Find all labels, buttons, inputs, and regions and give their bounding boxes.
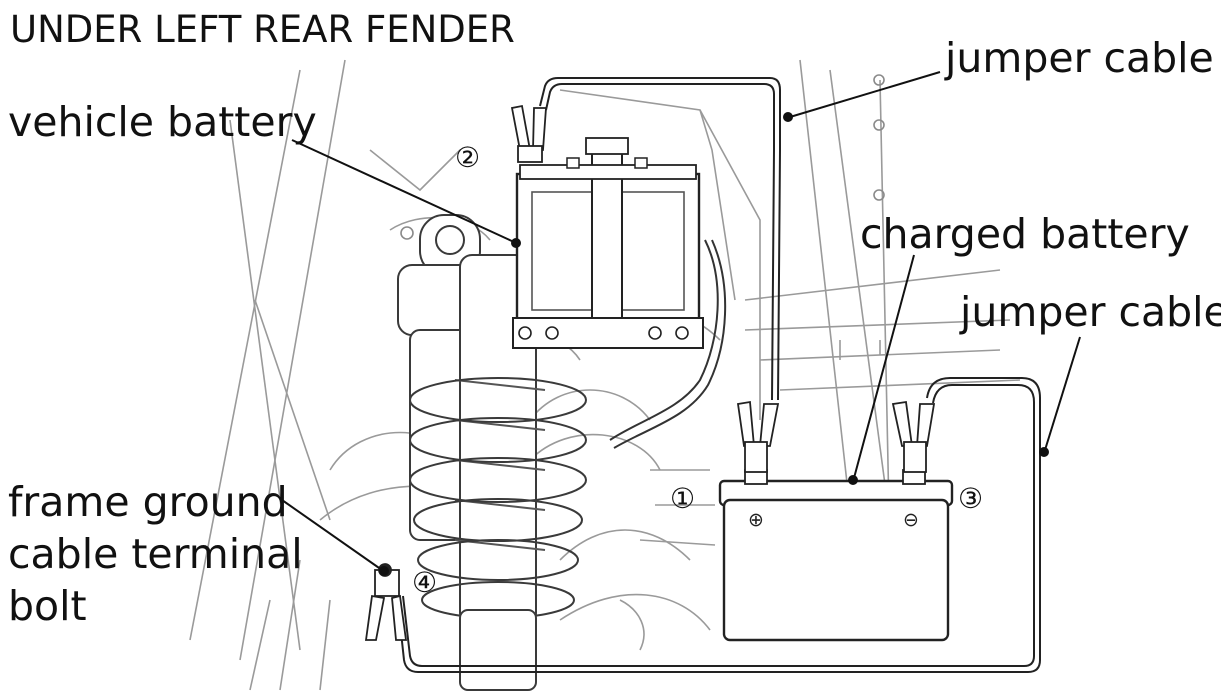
- clamp-vehicle-positive: [512, 106, 546, 162]
- charged-battery: ⊕ ⊖: [720, 470, 952, 640]
- diagram-title: UNDER LEFT REAR FENDER: [10, 8, 515, 52]
- label-frame-ground-line1: frame ground: [8, 478, 288, 526]
- label-jumper-cable-top: jumper cable: [945, 34, 1214, 82]
- label-charged-battery: charged battery: [860, 210, 1190, 258]
- vehicle-battery: [513, 138, 725, 448]
- negative-terminal-sign: ⊖: [903, 509, 919, 531]
- step-marker-2: ②: [455, 141, 480, 174]
- step-marker-1: ①: [670, 482, 695, 515]
- clamp-booster-positive: [738, 402, 778, 472]
- clamp-booster-negative: [893, 402, 934, 472]
- label-frame-ground-line3: bolt: [8, 582, 87, 630]
- label-vehicle-battery: vehicle battery: [8, 98, 317, 146]
- label-frame-ground-line2: cable terminal: [8, 530, 303, 578]
- step-marker-4: ④: [412, 566, 437, 599]
- label-jumper-cable-right: jumper cable: [960, 288, 1221, 336]
- step-marker-3: ③: [958, 482, 983, 515]
- positive-terminal-sign: ⊕: [748, 509, 764, 531]
